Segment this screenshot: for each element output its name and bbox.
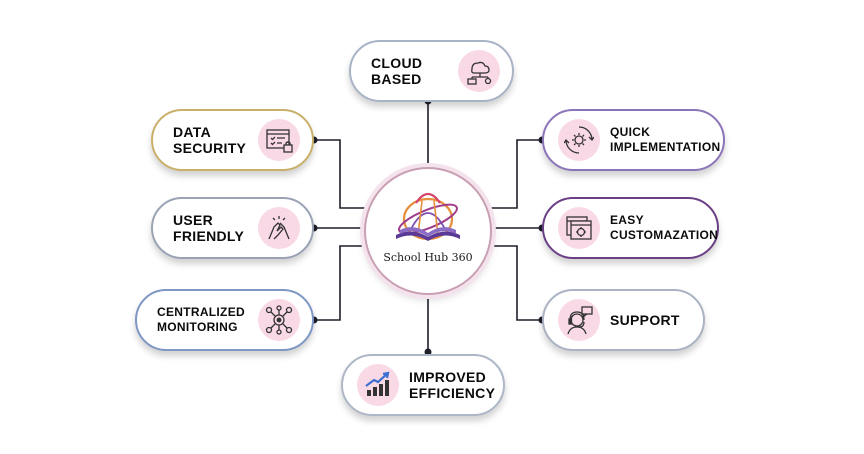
- feature-easy-customization[interactable]: EASY CUSTOMAZATION: [542, 197, 719, 259]
- school-hub-logo-icon: [396, 192, 460, 241]
- brand-name: School Hub 360: [383, 251, 473, 264]
- feature-improved-efficiency[interactable]: IMPROVED EFFICIENCY: [341, 354, 505, 416]
- feature-support[interactable]: SUPPORT: [542, 289, 705, 351]
- feature-label: USER FRIENDLY: [173, 212, 245, 244]
- feature-label: EASY CUSTOMAZATION: [610, 213, 719, 242]
- handshake-icon: [258, 207, 300, 249]
- feature-cloud-based[interactable]: CLOUD BASED: [349, 40, 514, 102]
- feature-label: SUPPORT: [610, 312, 680, 328]
- monitoring-hub-icon: [258, 299, 300, 341]
- gear-cycle-icon: [558, 119, 600, 161]
- connector-quick-implementation: [486, 139, 542, 209]
- growth-chart-icon: [357, 364, 399, 406]
- settings-window-icon: [558, 207, 600, 249]
- feature-quick-implementation[interactable]: QUICK IMPLEMENTATION: [542, 109, 725, 171]
- feature-user-friendly[interactable]: USER FRIENDLY: [151, 197, 314, 259]
- connector-centralized-monitoring: [314, 245, 372, 321]
- connector-data-security: [314, 139, 372, 209]
- connector-dot: [424, 348, 432, 356]
- feature-label: IMPROVED EFFICIENCY: [409, 369, 496, 401]
- security-checklist-icon: [258, 119, 300, 161]
- connector-support: [486, 245, 542, 321]
- support-agent-icon: [558, 299, 600, 341]
- feature-label: QUICK IMPLEMENTATION: [610, 125, 721, 154]
- feature-label: DATA SECURITY: [173, 124, 247, 156]
- feature-label: CLOUD BASED: [371, 55, 423, 87]
- feature-label: CENTRALIZED MONITORING: [157, 305, 245, 334]
- feature-centralized-monitoring[interactable]: CENTRALIZED MONITORING: [135, 289, 314, 351]
- cloud-network-icon: [458, 50, 500, 92]
- feature-data-security[interactable]: DATA SECURITY: [151, 109, 314, 171]
- center-logo-circle: School Hub 360: [364, 167, 492, 295]
